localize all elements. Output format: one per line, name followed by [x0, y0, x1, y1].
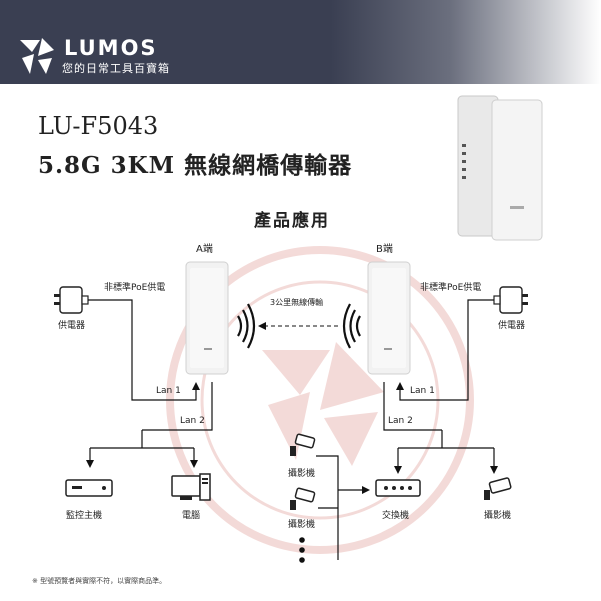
bridge-device-a: [186, 262, 228, 374]
camera-c-icon: [484, 478, 511, 500]
wireless-link-arrow: [258, 322, 338, 330]
nvr-icon: [66, 480, 112, 496]
section-title: 產品應用: [254, 206, 330, 231]
camera-b-icon: [290, 488, 315, 510]
power-left-label: 供電器: [58, 318, 85, 331]
end-a-label: A端: [196, 240, 213, 255]
nvr-label: 監控主機: [66, 508, 102, 521]
arrow-to-pc: [190, 460, 198, 468]
lan1-left-label: Lan 1: [156, 386, 181, 396]
lan2-left-label: Lan 2: [180, 416, 205, 426]
arrow-to-switch: [394, 466, 402, 474]
lan2-right-label: Lan 2: [388, 416, 413, 426]
arrow-lan1-right: [396, 382, 404, 390]
wireless-wave-right-icon: [344, 304, 360, 348]
camera-b-label: 攝影機: [288, 517, 315, 530]
arrow-to-nvr: [86, 460, 94, 468]
power-right-label: 供電器: [498, 318, 525, 331]
wireless-link-label: 3公里無線傳輸: [270, 297, 323, 308]
camera-c-label: 攝影機: [484, 508, 511, 521]
footnote: ※ 型號預覽者與實際不符，以實際商品準。: [32, 576, 166, 586]
camera-a-label: 攝影機: [288, 466, 315, 479]
product-photo: [458, 96, 542, 240]
more-devices-icon: [299, 537, 305, 563]
switch-icon: [376, 480, 420, 496]
lan1-right-label: Lan 1: [410, 386, 435, 396]
power-adapter-left-icon: [54, 287, 88, 313]
poe-label-left: 非標準PoE供電: [104, 280, 165, 293]
arrow-to-camera-c: [490, 466, 498, 474]
wireless-wave-left-icon: [238, 304, 254, 348]
poe-label-right: 非標準PoE供電: [420, 280, 481, 293]
end-b-label: B端: [376, 240, 393, 255]
switch-label: 交換機: [382, 508, 409, 521]
pc-label: 電腦: [182, 508, 200, 521]
power-adapter-right-icon: [494, 287, 528, 313]
pc-icon: [172, 474, 210, 500]
arrow-lan1-left: [192, 382, 200, 390]
bridge-device-b: [368, 262, 410, 374]
arrow-cameras-to-switch: [362, 486, 370, 494]
